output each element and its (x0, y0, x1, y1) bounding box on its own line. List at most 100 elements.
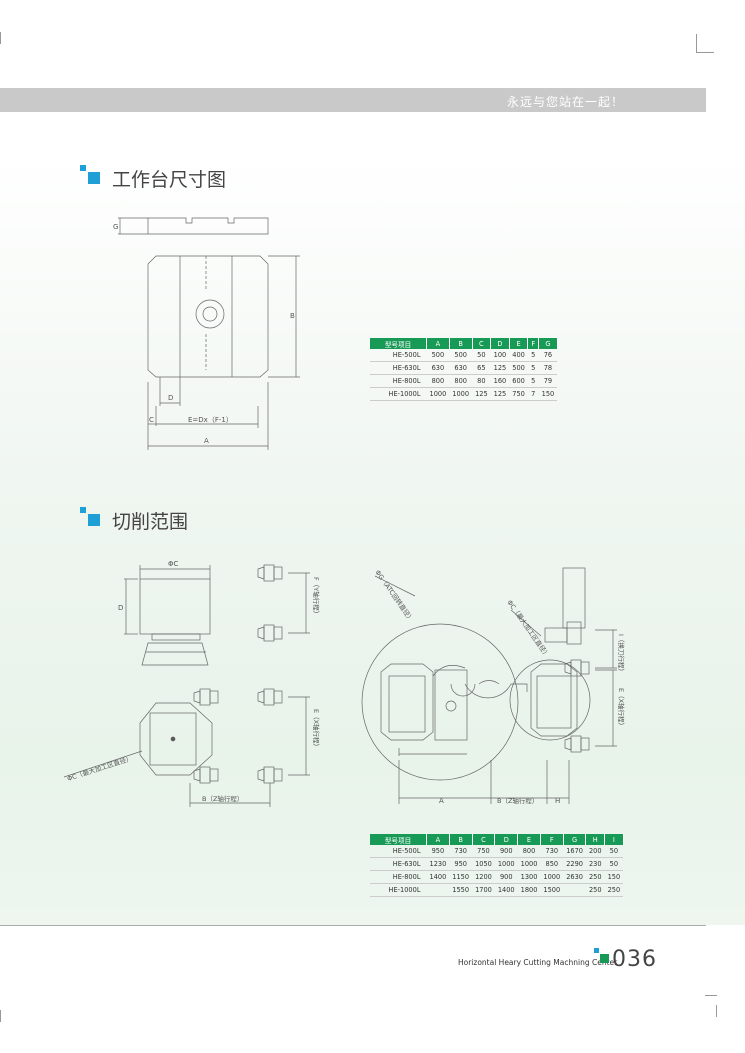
table-cell: 7 (527, 387, 539, 401)
table-header-cell: E (509, 338, 529, 349)
dim-label-f: F（Y轴行程） (312, 577, 321, 617)
footer-square-large-icon (600, 954, 609, 963)
table-cell: 900 (494, 845, 518, 858)
table-cell: 78 (538, 361, 558, 375)
table-cell: 125 (490, 387, 510, 401)
table-row: HE-1000L 1550 1700 1400 1800 1500 250 25… (370, 883, 624, 897)
table-cell: 850 (540, 857, 564, 871)
table-row: HE-1000L 1000 1000 125 125 750 7 150 (370, 387, 558, 401)
table-cell: 950 (426, 845, 450, 858)
dim-label-e: E=Dx（F-1） (188, 416, 233, 424)
table-cell: HE-800L (370, 374, 427, 388)
section-title-label: 工作台尺寸图 (112, 169, 227, 191)
table-cell: 900 (494, 870, 518, 884)
table-cell: 730 (449, 845, 473, 858)
table-cell: 200 (585, 845, 605, 858)
dim-label-e: E（X轴行程） (312, 709, 321, 750)
dim-label-h: H (555, 797, 560, 805)
worktable-plan-view (147, 255, 269, 378)
table-header-cell: C (472, 338, 492, 349)
page-number: 036 (612, 947, 657, 972)
dim-label-d: D (118, 604, 123, 612)
spindle-head-side-top (257, 564, 283, 582)
crop-mark (0, 1010, 1, 1022)
header-slogan: 永远与您站在一起！ (506, 95, 624, 109)
table-header-cell: F (527, 338, 540, 349)
table-cell: 230 (585, 857, 605, 871)
dim-label-c: C (149, 416, 154, 424)
table-cell: 160 (490, 374, 510, 388)
section-title-label: 切削范围 (112, 511, 189, 533)
max-machining-circle (509, 659, 591, 741)
table-cell: 50 (604, 857, 624, 871)
spindle-head-plan-bottom (193, 766, 219, 784)
table-cell: 1670 (563, 845, 586, 858)
title-square-large-icon (88, 172, 100, 184)
table-cell: HE-800L (370, 870, 427, 884)
table-cell: 500 (426, 349, 450, 362)
table-cell: 1000 (426, 387, 450, 401)
table-cell: 2630 (563, 870, 586, 884)
table-cell: 800 (426, 374, 450, 388)
title-square-small-icon (80, 165, 86, 171)
pallet-left (380, 663, 434, 741)
table-cell: 250 (585, 870, 605, 884)
table-header-cell: 型号项目 (370, 834, 427, 845)
cutting-range-right-drawing: ΦG（ATC回转直径） ΦC（最大加工区直径） I（换刀行程） E（X轴行程） … (361, 567, 626, 805)
table-cell: 750 (472, 845, 495, 858)
worktable-side-view (147, 217, 269, 235)
table-cell: HE-630L (370, 361, 427, 375)
spindle-head-plan-top (193, 688, 219, 706)
dim-label-b: B（Z轴行程） (202, 794, 243, 803)
table-cell: 80 (472, 374, 491, 388)
table-cell: 1000 (449, 387, 473, 401)
table-header-cell: C (472, 834, 496, 845)
table-cell: 750 (509, 387, 528, 401)
table-cell: HE-1000L (370, 387, 427, 401)
table-header-cell: I (604, 834, 624, 845)
table-header-cell: G (538, 338, 558, 349)
table-header-row: 型号项目 A B C D E F G H I (370, 834, 624, 845)
crop-mark (696, 52, 714, 53)
spindle-head-plan-right-top (257, 688, 283, 706)
table-cell: HE-500L (370, 349, 427, 362)
table-header-cell: H (585, 834, 606, 845)
table-cell: 250 (585, 883, 605, 897)
table-cell (426, 883, 450, 897)
table-cell: 250 (604, 883, 624, 897)
table-cell: 1400 (426, 870, 450, 884)
table-cell: HE-1000L (370, 883, 427, 897)
table-cell: 800 (449, 374, 473, 388)
cutting-range-spec-table: 型号项目 A B C D E F G H I HE-500L 950 730 7… (370, 834, 624, 897)
table-header-cell: B (449, 338, 473, 349)
table-cell: 150 (604, 870, 624, 884)
title-square-small-icon (80, 507, 86, 513)
table-cell: 100 (490, 349, 510, 362)
work-envelope-side (139, 578, 211, 635)
table-header-cell: E (517, 834, 541, 845)
table-row: HE-500L 950 730 750 900 800 730 1670 200… (370, 845, 624, 858)
crop-mark (705, 995, 717, 996)
atc-column (562, 567, 586, 629)
spindle-head-right-bottom (564, 735, 590, 753)
pallet-right (530, 663, 578, 737)
table-cell: 950 (449, 857, 473, 871)
table-header-cell: 型号项目 (370, 338, 427, 349)
table-cell: 76 (538, 349, 558, 362)
dim-label-i: I（换刀行程） (617, 634, 626, 675)
table-cell: 1700 (472, 883, 495, 897)
crop-mark (696, 34, 697, 52)
dim-label-phi-g: ΦG（ATC回转直径） (373, 568, 415, 623)
table-cell: 500 (449, 349, 473, 362)
spindle-head-plan-right-bottom (257, 766, 283, 784)
center-bore-inner (202, 306, 218, 322)
table-header-cell: A (426, 338, 450, 349)
table-cell: 1300 (517, 870, 541, 884)
crop-mark (716, 1005, 717, 1017)
center-bore-outer (195, 299, 225, 329)
table-cell: 1200 (472, 870, 495, 884)
footer-text: Horizontal Heary Cutting Machning Center (458, 958, 618, 967)
table-cell: HE-500L (370, 845, 427, 858)
table-cell (563, 883, 586, 897)
table-cell: 1800 (517, 883, 541, 897)
